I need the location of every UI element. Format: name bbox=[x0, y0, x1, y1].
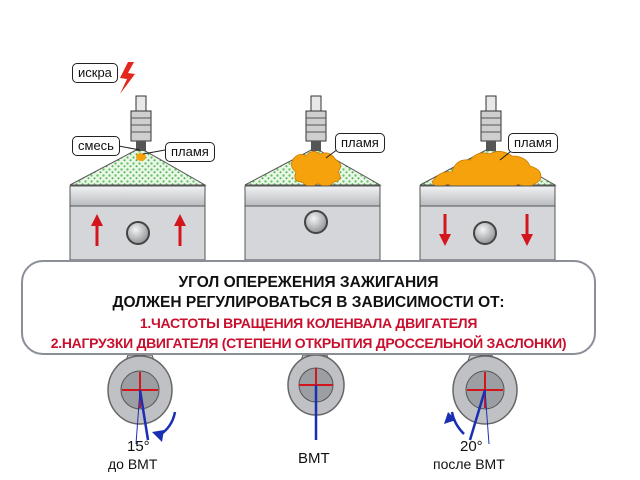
spark-plug-2 bbox=[305, 95, 327, 151]
up-arrow-icon bbox=[91, 214, 103, 246]
crank-1-angle: 15° bbox=[127, 438, 150, 455]
crank-2 bbox=[287, 354, 345, 440]
crank-1-position: до ВМТ bbox=[108, 456, 158, 472]
crank-3-angle: 20° bbox=[460, 438, 483, 455]
down-arrow-icon bbox=[521, 214, 533, 246]
cylinder-2 bbox=[244, 95, 382, 261]
banner-factor-1: 1.ЧАСТОТЫ ВРАЩЕНИЯ КОЛЕНВАЛА ДВИГАТЕЛЯ bbox=[139, 315, 478, 331]
ignition-advance-banner: УГОЛ ОПЕРЕЖЕНИЯ ЗАЖИГАНИЯ ДОЛЖЕН РЕГУЛИР… bbox=[21, 260, 596, 355]
down-arrow-icon bbox=[439, 214, 451, 246]
banner-factor-2: 2.НАГРУЗКИ ДВИГАТЕЛЯ (СТЕПЕНИ ОТКРЫТИЯ Д… bbox=[50, 335, 567, 351]
spark-label: искра bbox=[72, 63, 118, 83]
flame-label-1: пламя bbox=[165, 142, 215, 162]
banner-title-line1: УГОЛ ОПЕРЕЖЕНИЯ ЗАЖИГАНИЯ bbox=[178, 274, 439, 291]
flame bbox=[291, 151, 341, 187]
spark-bolt-icon bbox=[120, 62, 135, 94]
flame-kernel bbox=[136, 153, 146, 161]
crank-2-position: ВМТ bbox=[298, 450, 330, 467]
crank-1 bbox=[107, 355, 177, 445]
spark-plug-3 bbox=[480, 95, 502, 151]
spark-plug-1 bbox=[130, 95, 152, 151]
mixture-label: смесь bbox=[72, 136, 120, 156]
cylinder-3 bbox=[419, 95, 557, 261]
crank-3-position: после ВМТ bbox=[433, 456, 505, 472]
banner-title-line2: ДОЛЖЕН РЕГУЛИРОВАТЬСЯ В ЗАВИСИМОСТИ ОТ: bbox=[112, 294, 505, 311]
up-arrow-icon bbox=[174, 214, 186, 246]
cylinder-1 bbox=[69, 62, 207, 261]
crank-3 bbox=[444, 355, 518, 445]
flame-label-2: пламя bbox=[335, 133, 385, 153]
flame-label-3: пламя bbox=[508, 133, 558, 153]
